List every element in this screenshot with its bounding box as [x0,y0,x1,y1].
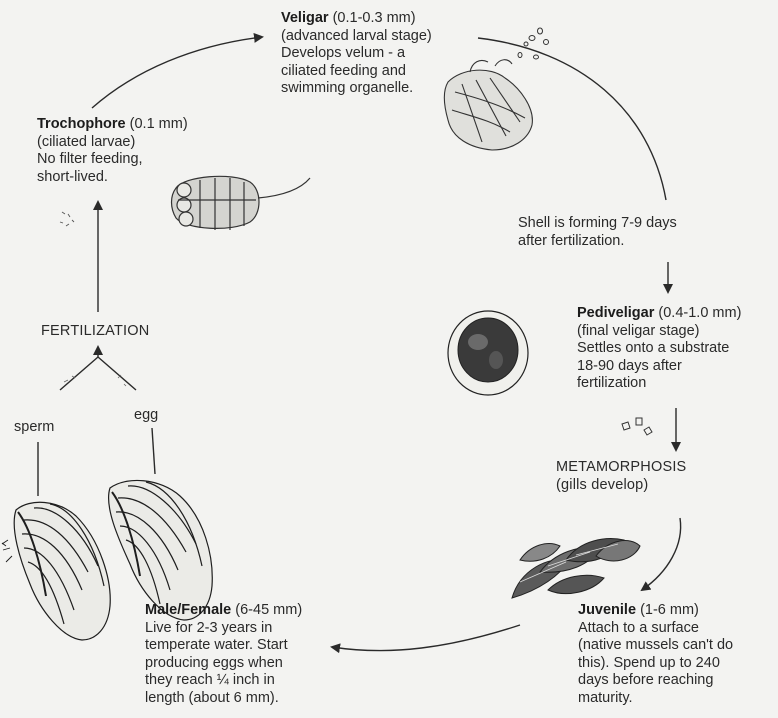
gamete-marks-icon [64,375,126,386]
juvenile-label: Juvenile (1-6 mm) Attach to a surface (n… [578,602,733,707]
arrow-trochophore-to-veliger [92,37,262,108]
arrow-juvenile-to-adult [332,625,520,651]
pediveliger-larva-icon [448,311,528,395]
trochophore-larva-icon [172,176,311,230]
adult-label: Male/Female (6-45 mm) Live for 2-3 years… [145,602,302,707]
pediveliger-label: Pediveligar (0.4-1.0 mm) (final veligar … [577,305,741,393]
trochophore-label: Trochophore (0.1 mm) (ciliated larvae) N… [37,116,188,186]
fertilization-label: FERTILIZATION [41,323,149,341]
sperm-cells-icon [60,212,74,226]
egg-label: egg [134,407,158,425]
settling-larvae-icon [622,418,652,435]
sperm-label: sperm [14,419,54,437]
line-egg [152,428,155,474]
veliger-label: Veligar (0.1-0.3 mm) (advanced larval st… [281,10,432,98]
arrow-metamorphosis-to-juvenile [642,518,681,590]
shell-forming-note: Shell is forming 7-9 days after fertiliz… [518,215,677,250]
juvenile-mussels-icon [512,539,640,598]
metamorphosis-label: METAMORPHOSIS (gills develop) [556,459,686,494]
veliger-larva-icon [444,60,532,150]
